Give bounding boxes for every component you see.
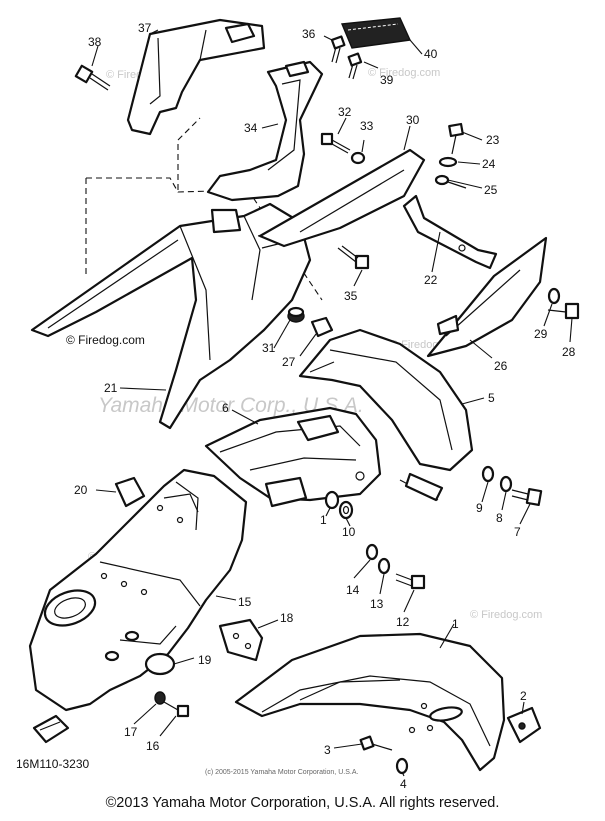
callout-29: 29 [534, 327, 548, 341]
part-bolt-16 [163, 701, 190, 718]
part-side-cover [426, 236, 548, 358]
part-bolt-3 [359, 735, 393, 751]
leader-lines [91, 29, 573, 777]
callout-23: 23 [486, 133, 500, 147]
callout-31: 31 [262, 341, 276, 355]
part-pad [340, 17, 412, 49]
callout-25: 25 [484, 183, 498, 197]
part-grommet-25 [434, 174, 467, 189]
callout-33: 33 [360, 119, 374, 133]
part-front-fender [234, 632, 506, 772]
part-washer-9 [481, 465, 495, 483]
callout-13: 13 [370, 597, 384, 611]
part-damper-27 [310, 316, 334, 338]
callout-27: 27 [282, 355, 296, 369]
callout-14: 14 [346, 583, 360, 597]
part-rear-fender-upper [298, 328, 474, 502]
callout-35: 35 [344, 289, 358, 303]
part-plate-mount [32, 714, 70, 744]
callout-3: 3 [324, 743, 331, 757]
callout-4: 4 [400, 777, 407, 791]
callout-10: 10 [342, 525, 356, 539]
callout-38: 38 [88, 35, 102, 49]
part-washer-8 [499, 475, 513, 493]
callout-16: 16 [146, 739, 160, 753]
callout-12: 12 [396, 615, 410, 629]
part-license-bracket [218, 618, 264, 662]
part-bolt-12 [395, 573, 426, 590]
part-bolt-35 [337, 245, 370, 270]
callout-1a: 1 [320, 513, 327, 527]
callout-22: 22 [424, 273, 438, 287]
callout-24: 24 [482, 157, 496, 171]
watermark-small-4: © Firedog.com [470, 609, 542, 621]
callout-34: 34 [244, 121, 258, 135]
part-cover-20 [114, 476, 146, 508]
callout-30: 30 [406, 113, 420, 127]
callout-5: 5 [488, 391, 495, 405]
part-rear-handle [206, 60, 324, 202]
callout-2: 2 [520, 689, 527, 703]
part-rear-fender-lower [28, 468, 248, 712]
callout-37: 37 [138, 21, 152, 35]
callout-6: 6 [222, 401, 229, 415]
part-washer-24 [438, 156, 458, 168]
assembly-line-grab [177, 117, 201, 190]
part-bolt-39 [347, 52, 363, 80]
part-grab-bar [126, 18, 266, 136]
diagram-code: 16M110-3230 [16, 757, 89, 771]
callout-28: 28 [562, 345, 576, 359]
part-bolt-32 [320, 132, 351, 154]
part-side-rail [258, 148, 426, 248]
callout-18: 18 [280, 611, 294, 625]
callout-15: 15 [238, 595, 252, 609]
part-damper-31 [287, 306, 305, 323]
part-bolt-38 [74, 64, 111, 91]
callout-40: 40 [424, 47, 438, 61]
callout-8: 8 [496, 511, 503, 525]
part-bolt-7 [511, 487, 543, 507]
callout-17: 17 [124, 725, 138, 739]
part-collar-10 [338, 500, 354, 520]
part-washer-4 [395, 757, 409, 775]
part-washer-33 [350, 151, 366, 165]
callout-21: 21 [104, 381, 118, 395]
callout-26: 26 [494, 359, 508, 373]
part-washer-29 [547, 287, 561, 305]
part-rear-frame [30, 202, 312, 430]
part-nut-17 [154, 691, 166, 705]
watermark-small-2: © Firedog.com [368, 67, 440, 79]
callout-labels: 37 38 36 40 39 34 32 33 30 23 24 25 22 3… [74, 21, 576, 791]
watermark-brand: © Firedog.com [66, 333, 145, 347]
callout-32: 32 [338, 105, 352, 119]
part-inner-tray [204, 406, 382, 508]
part-washer-13 [377, 557, 391, 575]
part-bracket [402, 194, 498, 270]
part-bolt-36 [330, 35, 346, 64]
part-washer-14 [365, 543, 379, 561]
copyright-footer: ©2013 Yamaha Motor Corporation, U.S.A. A… [105, 795, 500, 811]
small-copyright: (c) 2005-2015 Yamaha Motor Corporation, … [205, 769, 359, 776]
callout-9: 9 [476, 501, 483, 515]
callout-39: 39 [380, 73, 394, 87]
callout-7: 7 [514, 525, 521, 539]
callout-19: 19 [198, 653, 212, 667]
part-bolt-23 [448, 122, 464, 155]
callout-20: 20 [74, 483, 88, 497]
callout-36: 36 [302, 27, 316, 41]
part-damper-1 [324, 490, 340, 510]
part-reflector [144, 652, 176, 676]
part-fender-bracket-2 [506, 706, 542, 744]
callout-1b: 1 [452, 617, 459, 631]
part-bolt-28 [547, 302, 580, 320]
